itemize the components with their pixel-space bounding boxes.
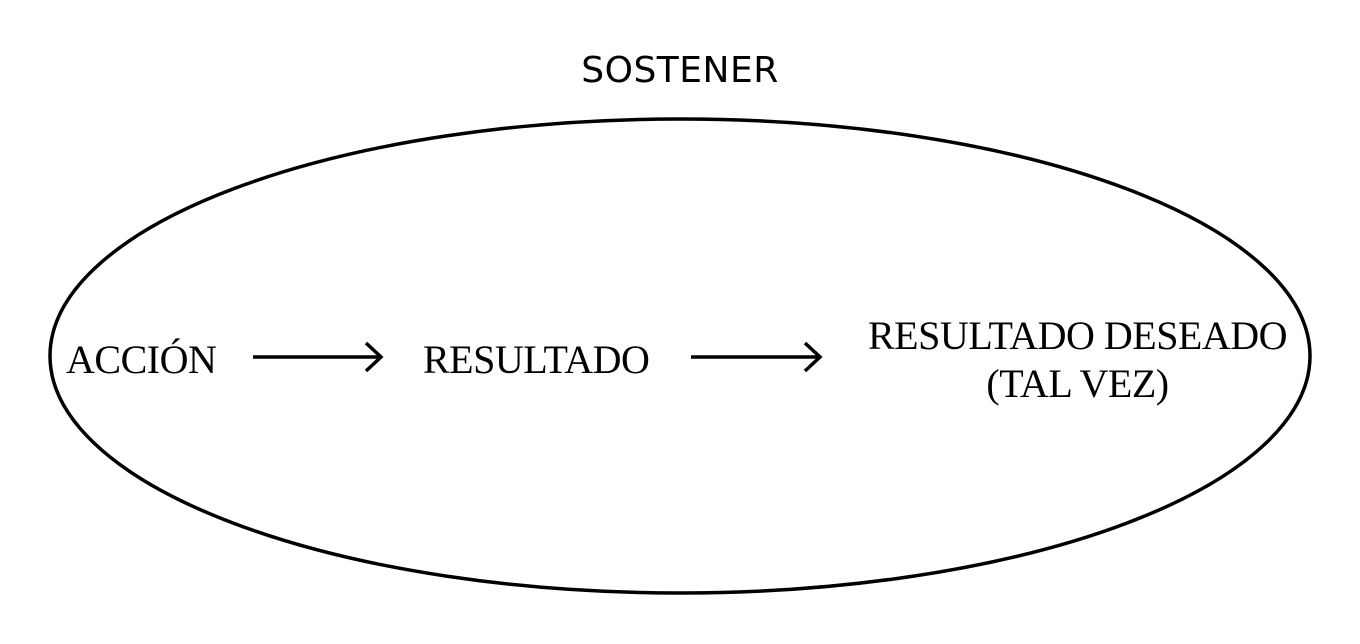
node-resultado: RESULTADO bbox=[423, 337, 650, 382]
arrow-accion-to-resultado bbox=[253, 341, 384, 373]
arrow-resultado-to-deseado bbox=[691, 341, 823, 373]
enclosing-ellipse bbox=[48, 117, 1312, 595]
node-resultado-deseado-line2: (TAL VEZ) bbox=[986, 361, 1169, 406]
diagram-title: SOSTENER bbox=[581, 50, 779, 91]
node-resultado-deseado: RESULTADO DESEADO (TAL VEZ) bbox=[860, 312, 1295, 408]
node-accion: ACCIÓN bbox=[66, 337, 217, 382]
node-resultado-deseado-line1: RESULTADO DESEADO bbox=[867, 313, 1288, 358]
